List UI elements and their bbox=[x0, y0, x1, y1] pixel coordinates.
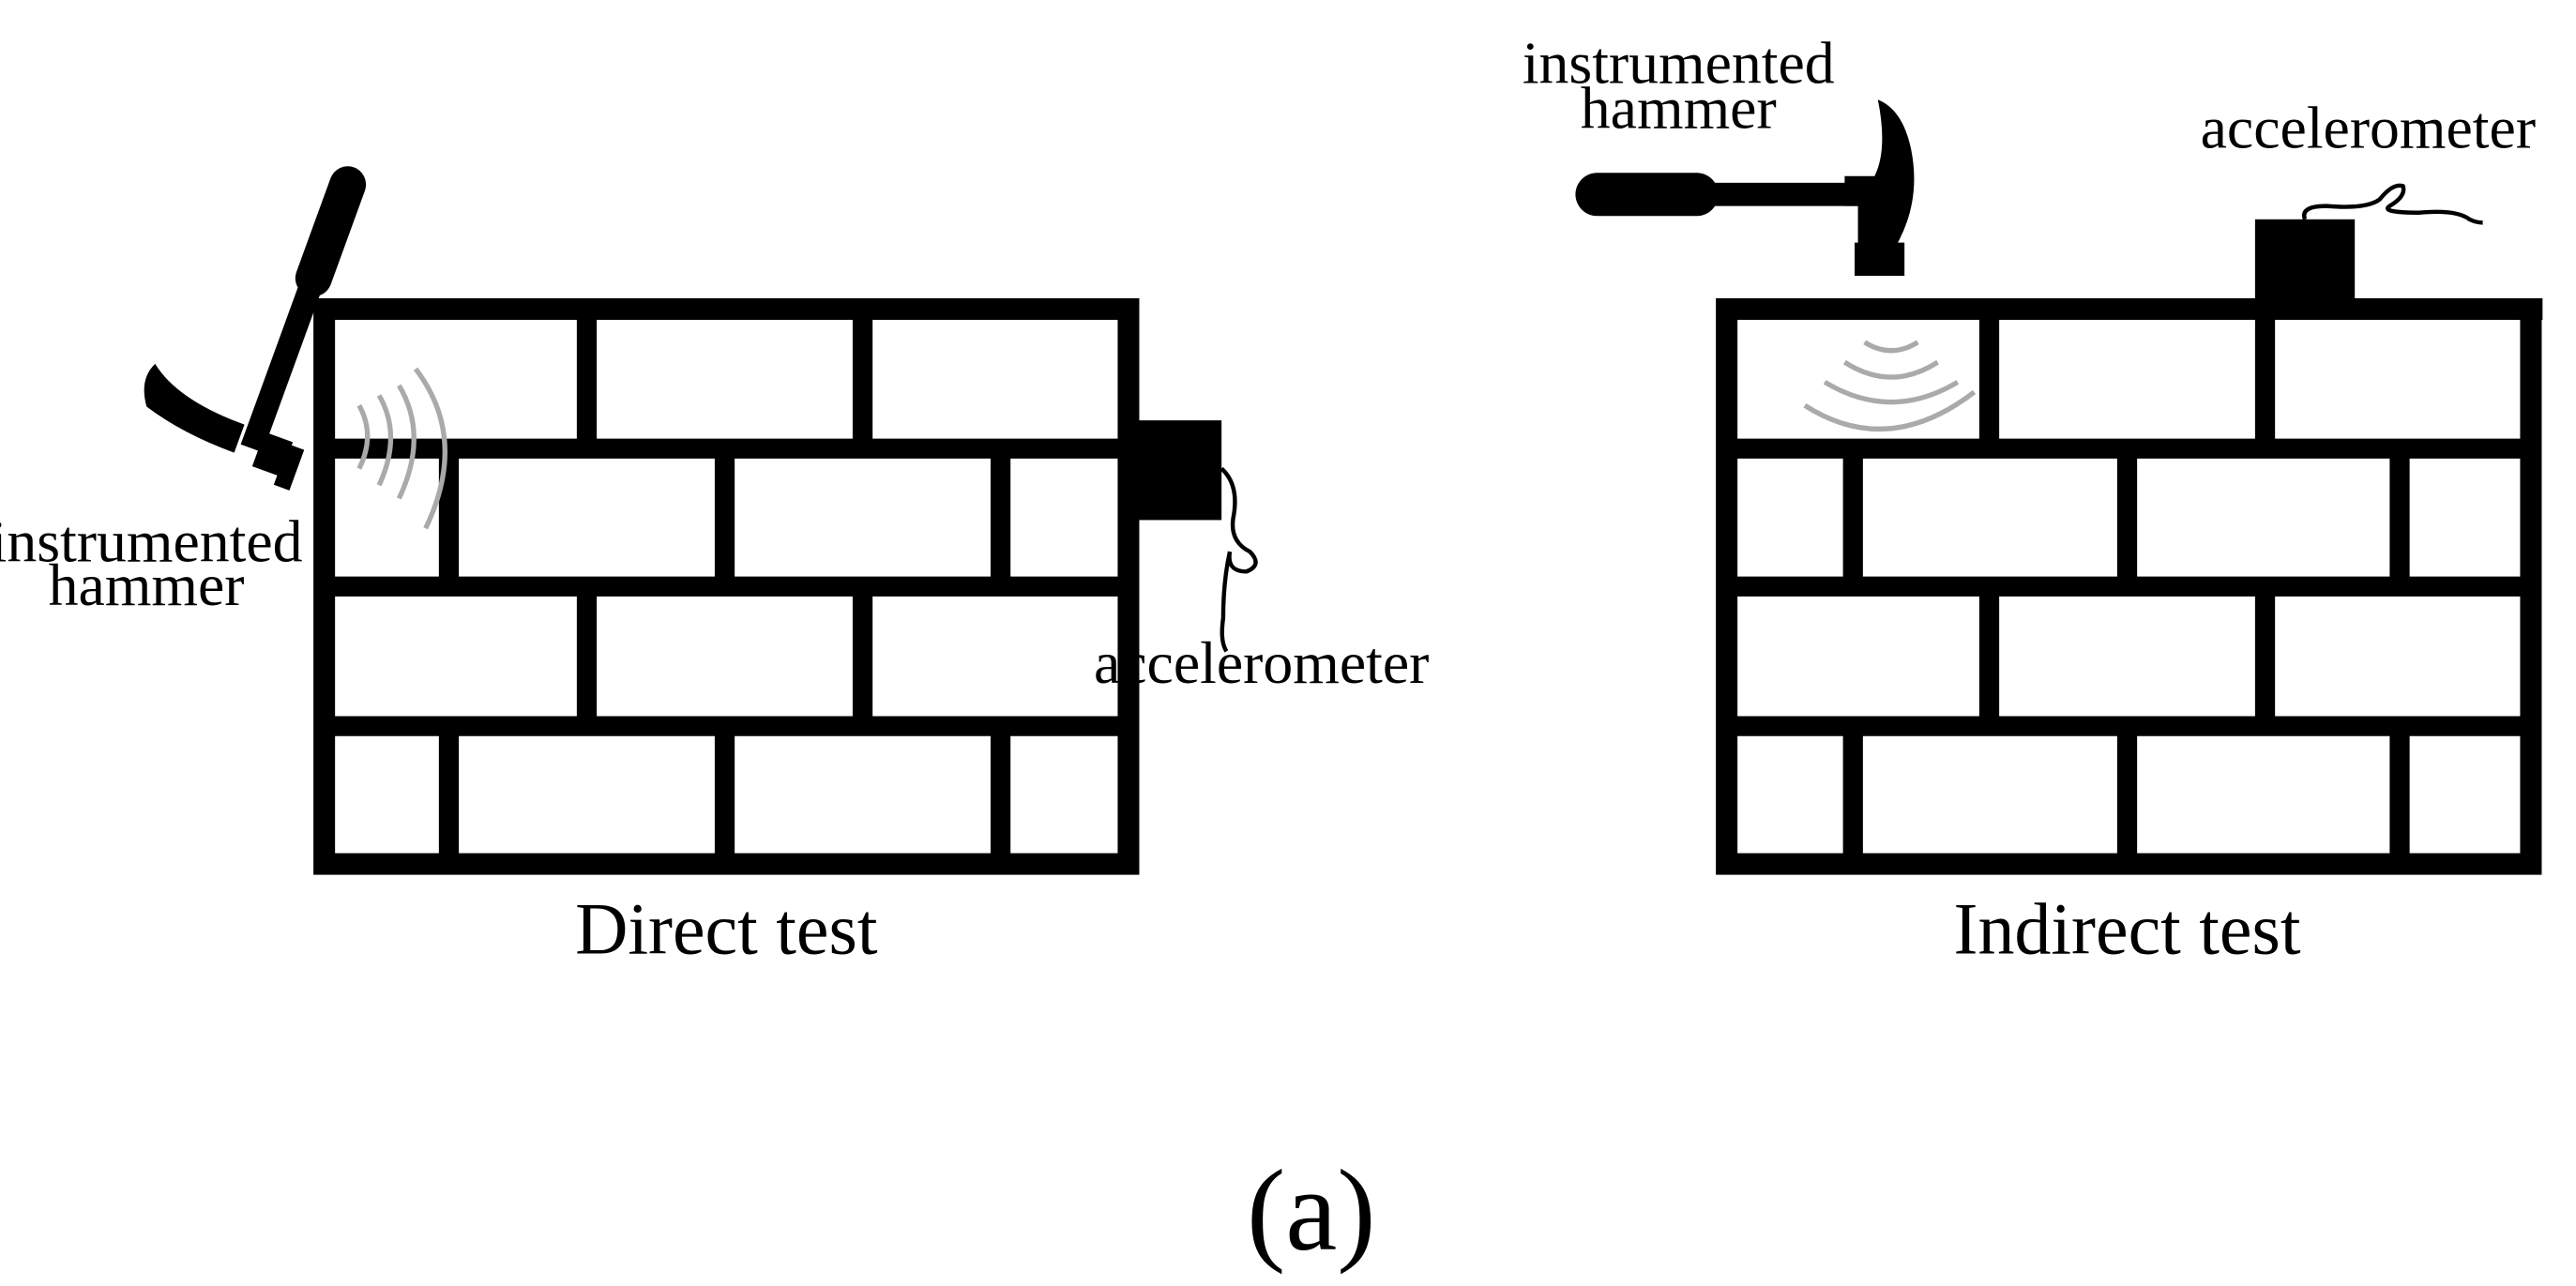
indirect-accelerometer-label: accelerometer bbox=[2201, 95, 2536, 161]
direct-accelerometer-icon bbox=[1128, 420, 1222, 521]
indirect-accelerometer-cable bbox=[2302, 183, 2483, 225]
indirect-test-group: instrumented hammer accelerometer Indire… bbox=[1523, 30, 2543, 970]
direct-test-group: instrumented hammer accelerometer Direct… bbox=[0, 166, 1429, 970]
indirect-hammer-icon bbox=[1575, 99, 1915, 277]
direct-accelerometer-label: accelerometer bbox=[1094, 629, 1429, 696]
indirect-test-caption: Indirect test bbox=[1954, 889, 2301, 970]
direct-accelerometer-cable bbox=[1220, 466, 1258, 653]
panel-label: (a) bbox=[1247, 1146, 1376, 1275]
direct-hammer-label-line1: instrumented bbox=[0, 508, 303, 575]
indirect-hammer-label-line2: hammer bbox=[1581, 74, 1777, 141]
direct-test-caption: Direct test bbox=[575, 889, 878, 970]
direct-hammer-icon bbox=[144, 166, 367, 491]
indirect-mortar-joints bbox=[1842, 309, 2410, 865]
indirect-accelerometer-icon bbox=[2254, 219, 2356, 306]
direct-mortar-joints bbox=[438, 309, 1011, 865]
indirect-hammer-label-line1: instrumented bbox=[1523, 30, 1835, 97]
indirect-wave-icon bbox=[1803, 340, 1977, 431]
direct-wave-icon bbox=[356, 367, 447, 530]
direct-hammer-label-line2: hammer bbox=[49, 552, 245, 618]
